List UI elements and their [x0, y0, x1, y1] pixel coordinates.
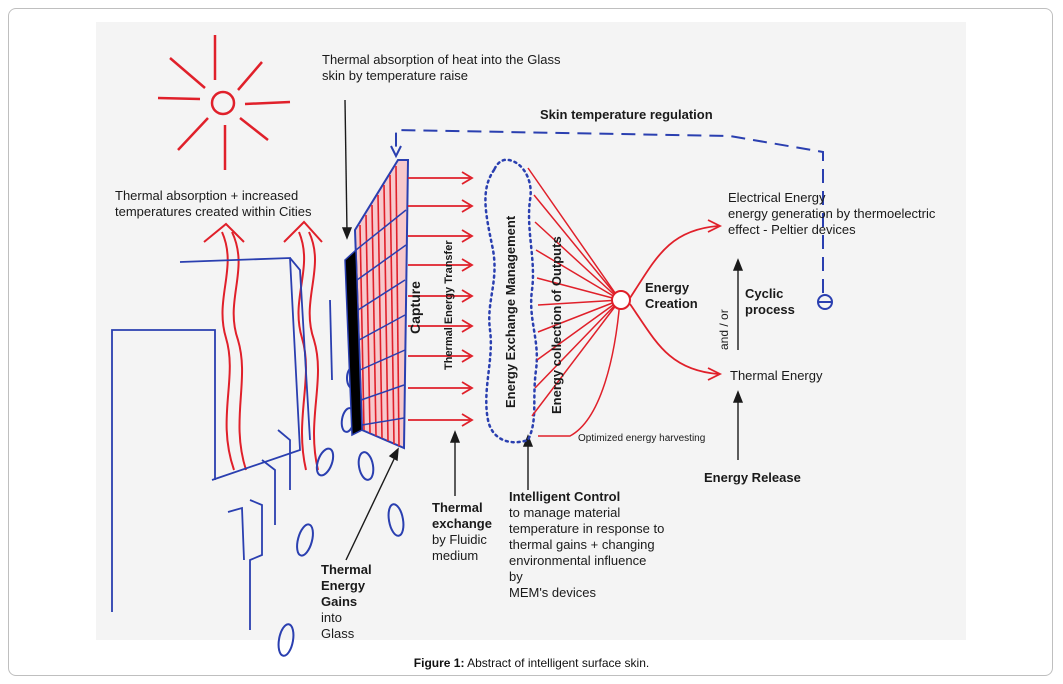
label-energy-creation: Energy Creation: [645, 280, 698, 311]
energy-output-arrows: [629, 219, 723, 381]
label-skin-temperature-regulation: Skin temperature regulation: [540, 107, 713, 122]
label-thermal-absorption-cities: Thermal absorption + increased temperatu…: [115, 188, 312, 219]
label-thermal-gains-title: Thermal Energy Gains: [321, 562, 372, 609]
label-capture: Capture: [407, 281, 423, 334]
label-thermal-energy: Thermal Energy: [730, 368, 823, 383]
diagram-panel: [96, 22, 966, 640]
label-energy-release: Energy Release: [704, 470, 801, 485]
figure-caption: Figure 1: Abstract of intelligent surfac…: [0, 656, 1063, 670]
skin-temperature-regulation-loop: [390, 128, 833, 310]
energy-collection-lines: [527, 167, 621, 437]
intelligent-control-block: Intelligent Control to manage material t…: [509, 489, 664, 601]
label-thermal-absorption-heat: Thermal absorption of heat into the Glas…: [322, 52, 561, 83]
label-electrical-energy: Electrical Energy energy generation by t…: [728, 190, 936, 237]
glass-skin-facade: [344, 159, 410, 450]
energy-creation-node: [611, 290, 631, 310]
label-energy-exchange-management: Energy Exchange Management: [503, 215, 518, 408]
sun-icon: [157, 35, 291, 170]
label-intelligent-control-body: to manage material temperature in respon…: [509, 505, 665, 600]
label-cyclic-process: Cyclic process: [745, 286, 795, 317]
thermal-gains-block: Thermal Energy Gains into Glass: [321, 562, 372, 642]
heat-rising-arrows: [203, 220, 323, 471]
label-thermal-exchange-title: Thermal exchange: [432, 500, 492, 531]
label-optimized-harvesting: Optimized energy harvesting: [578, 433, 706, 444]
label-thermal-gains-body: into Glass: [321, 610, 355, 641]
city-buildings: [111, 257, 333, 630]
pointer-arrows: [341, 99, 744, 561]
thermal-transfer-arrows: [408, 171, 474, 427]
label-and-or: and / or: [717, 309, 731, 350]
label-thermal-exchange-body: by Fluidic medium: [432, 532, 487, 563]
label-thermal-energy-transfer: Thermal Energy Transfer: [443, 240, 455, 370]
caption-prefix: Figure 1:: [413, 656, 465, 670]
thermal-exchange-block: Thermal exchange by Fluidic medium: [432, 500, 492, 564]
label-energy-collection-outputs: Energy collection of Outputs: [549, 236, 564, 414]
label-intelligent-control-title: Intelligent Control: [509, 489, 621, 504]
caption-text: Abstract of intelligent surface skin.: [464, 656, 650, 670]
